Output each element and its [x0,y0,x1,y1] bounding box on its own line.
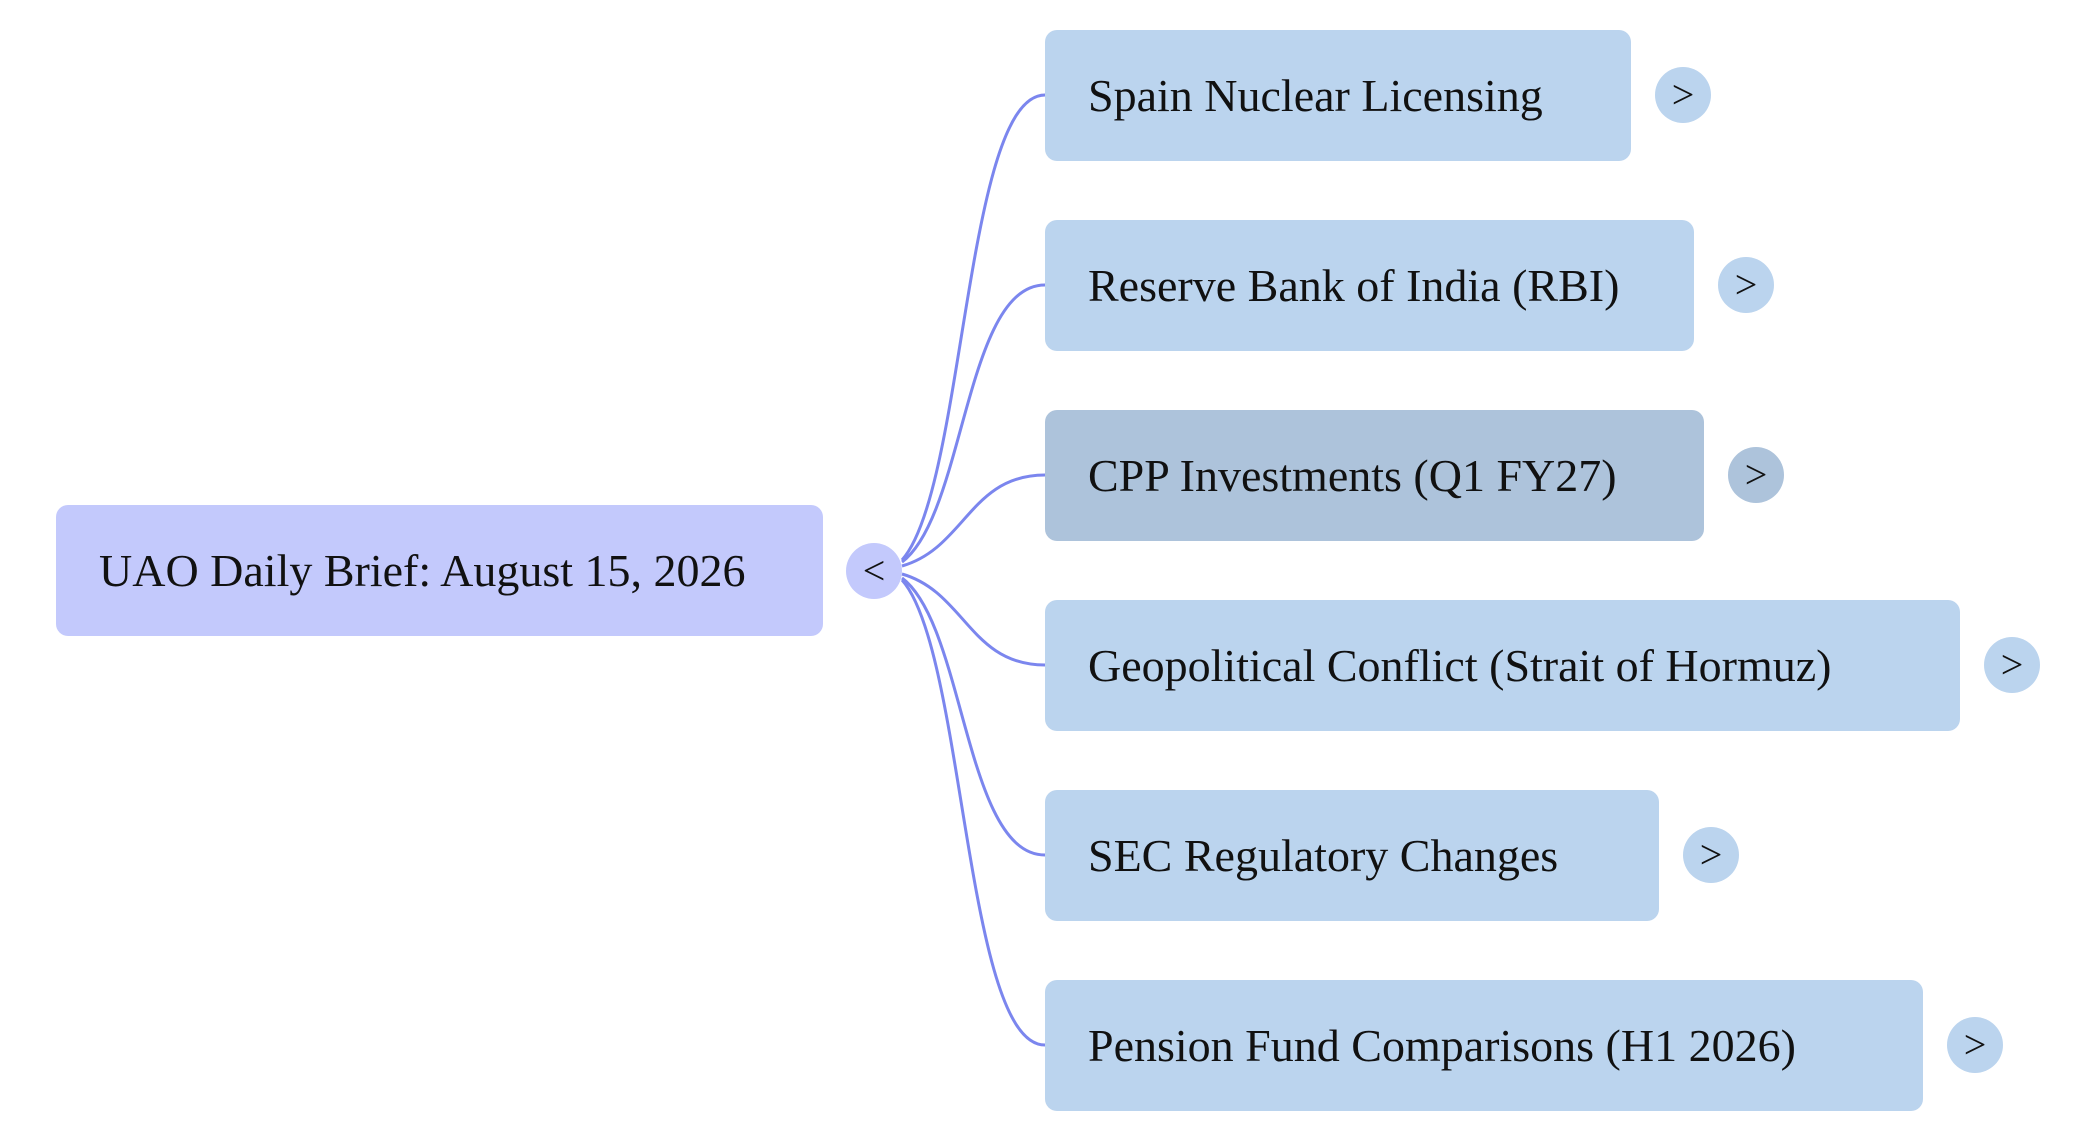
branch-expand-toggle[interactable]: > [1718,257,1774,313]
chevron-left-icon: < [862,548,886,593]
root-node-label: UAO Daily Brief: August 15, 2026 [99,545,746,596]
branch-expand-toggle[interactable]: > [1683,827,1739,883]
connector-reserve-bank-of-india [901,283,1046,564]
branch-node-label: Geopolitical Conflict (Strait of Hormuz) [1088,640,1832,691]
branch-expand-toggle[interactable]: > [1655,67,1711,123]
branch-node-pension-fund-comparisons[interactable]: Pension Fund Comparisons (H1 2026) [1045,980,1923,1111]
connector-sec-regulatory-changes [901,576,1046,857]
branch-expand-toggle[interactable]: > [1947,1017,2003,1073]
branch-node-reserve-bank-of-india[interactable]: Reserve Bank of India (RBI) [1045,220,1694,351]
connector-cpp-investments [901,473,1046,568]
connector-geopolitical-conflict [901,572,1046,667]
branch-node-sec-regulatory-changes[interactable]: SEC Regulatory Changes [1045,790,1659,921]
chevron-right-icon: > [1963,1022,1987,1067]
branch-node-geopolitical-conflict[interactable]: Geopolitical Conflict (Strait of Hormuz) [1045,600,1960,731]
branch-node-label: Pension Fund Comparisons (H1 2026) [1088,1020,1796,1071]
chevron-right-icon: > [1734,262,1758,307]
branch-expand-toggle[interactable]: > [1728,447,1784,503]
chevron-right-icon: > [1671,72,1695,117]
branch-node-spain-nuclear-licensing[interactable]: Spain Nuclear Licensing [1045,30,1631,161]
branch-expand-toggle[interactable]: > [1984,637,2040,693]
branch-node-label: CPP Investments (Q1 FY27) [1088,450,1617,501]
branch-node-cpp-investments[interactable]: CPP Investments (Q1 FY27) [1045,410,1704,541]
chevron-right-icon: > [2000,642,2024,687]
connector-pension-fund-comparisons [900,578,1046,1047]
branch-node-label: Reserve Bank of India (RBI) [1088,260,1620,311]
branch-node-label: Spain Nuclear Licensing [1088,70,1543,121]
chevron-right-icon: > [1699,832,1723,877]
connector-spain-nuclear-licensing [900,93,1046,562]
root-collapse-toggle[interactable]: < [846,543,902,599]
root-node[interactable]: UAO Daily Brief: August 15, 2026 [56,505,823,636]
branch-node-label: SEC Regulatory Changes [1088,830,1559,881]
chevron-right-icon: > [1744,452,1768,497]
